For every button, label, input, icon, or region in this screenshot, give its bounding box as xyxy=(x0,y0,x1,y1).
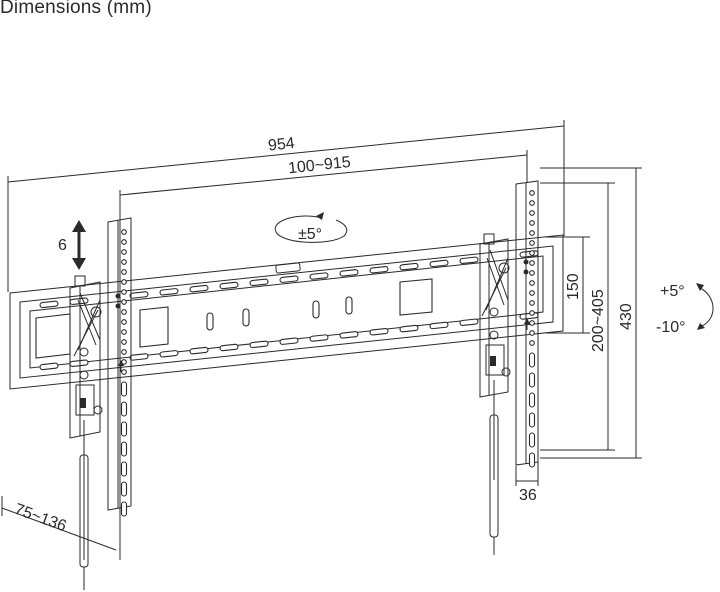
rail-slot xyxy=(249,278,269,287)
hole-spacing-label: 100~915 xyxy=(287,154,351,177)
mount-hole xyxy=(529,280,535,286)
overall-width-label: 954 xyxy=(267,135,295,155)
rail-slot xyxy=(189,346,209,355)
wall-distance-label: 75~136 xyxy=(12,501,68,535)
rail-slot xyxy=(219,281,239,290)
mount-slot xyxy=(528,392,536,408)
mount-hole xyxy=(121,299,127,305)
mount-slot xyxy=(120,441,128,457)
rail-slot xyxy=(519,312,539,320)
mount-hole xyxy=(121,319,127,325)
mount-hole xyxy=(121,339,127,345)
mount-hole xyxy=(529,250,535,256)
mount-hole xyxy=(529,290,535,296)
mount-hole xyxy=(529,300,535,306)
mount-slot xyxy=(528,412,536,428)
mount-hole xyxy=(529,260,535,266)
rail-slot xyxy=(429,259,449,268)
right-tilt-mechanism xyxy=(479,233,529,555)
mount-slot xyxy=(120,381,128,397)
rail-slot xyxy=(369,328,389,336)
tilt-down-label: -10° xyxy=(656,319,686,336)
page-title: Dimensions (mm) xyxy=(0,0,152,18)
mount-slot xyxy=(528,372,536,388)
mount-hole xyxy=(121,309,127,315)
depth-label: 36 xyxy=(519,487,537,504)
rail-slot xyxy=(219,343,239,352)
mount-hole xyxy=(529,200,535,206)
mount-hole xyxy=(529,240,535,246)
rail-slot xyxy=(399,262,419,271)
left-vertical-bracket xyxy=(107,217,132,517)
left-tilt-mechanism xyxy=(69,275,121,590)
mount-hole xyxy=(529,220,535,226)
mount-hole xyxy=(121,259,127,265)
rail-slot xyxy=(159,350,179,358)
swivel-label: ±5° xyxy=(298,226,322,243)
mount-hole xyxy=(121,369,127,375)
dimension-lines xyxy=(1,120,642,560)
mount-hole xyxy=(529,310,535,316)
mount-hole xyxy=(529,330,535,336)
rail-slot xyxy=(309,334,329,342)
mount-hole xyxy=(121,249,127,255)
rail-slot xyxy=(429,321,449,330)
height-adjust-label: 6 xyxy=(58,237,67,254)
mount-hole xyxy=(121,239,127,245)
tilt-arrow-icon xyxy=(696,283,714,330)
mount-slot xyxy=(528,432,536,448)
rail-slot xyxy=(339,269,359,277)
rail-height-label: 150 xyxy=(565,273,582,300)
rail-slot xyxy=(399,324,419,333)
rail-slot xyxy=(159,288,179,296)
mount-hole xyxy=(529,270,535,276)
rail-slot xyxy=(69,359,89,367)
mount-slot xyxy=(120,501,128,517)
rail-slot xyxy=(459,256,479,265)
rail-slot xyxy=(39,362,59,371)
rail-slot xyxy=(279,275,299,283)
mount-hole xyxy=(121,289,127,295)
mount-hole xyxy=(529,190,535,196)
mount-hole xyxy=(121,229,127,235)
mount-hole xyxy=(121,329,127,335)
rail-slot xyxy=(459,318,479,327)
mount-slot xyxy=(120,481,128,497)
mount-slot xyxy=(120,401,128,417)
swivel-arrow-icon xyxy=(274,212,348,243)
right-vertical-bracket xyxy=(515,180,539,468)
tilt-up-label: +5° xyxy=(660,283,685,300)
mount-hole xyxy=(529,230,535,236)
wall-rail xyxy=(9,234,564,390)
mount-hole xyxy=(121,269,127,275)
mount-hole xyxy=(529,210,535,216)
rail-slot xyxy=(279,337,299,345)
height-adjust-arrow-icon xyxy=(72,220,86,270)
mount-slot xyxy=(120,461,128,477)
rail-slot xyxy=(339,331,359,339)
mount-hole xyxy=(529,320,535,326)
rail-slot xyxy=(39,300,59,309)
mount-slot xyxy=(528,452,536,468)
mount-hole xyxy=(121,279,127,285)
mount-hole xyxy=(529,340,535,346)
rail-slot xyxy=(189,284,209,293)
rail-slot xyxy=(369,266,389,274)
rail-slot xyxy=(129,353,149,361)
mount-slot xyxy=(120,421,128,437)
mount-slot xyxy=(528,352,536,368)
mount-hole xyxy=(121,349,127,355)
overall-height-label: 430 xyxy=(618,303,635,330)
rail-slot xyxy=(249,340,269,349)
rail-slot xyxy=(129,291,149,299)
rail-slot xyxy=(309,272,329,280)
vesa-vertical-label: 200~405 xyxy=(590,289,607,352)
